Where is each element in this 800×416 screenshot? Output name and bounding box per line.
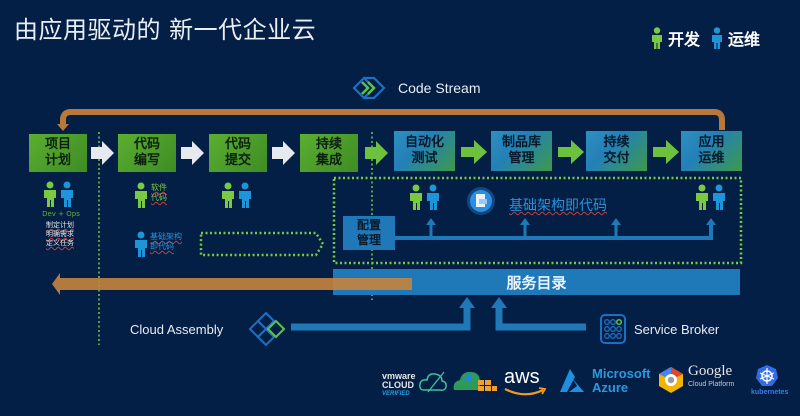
cloud-assembly-label: Cloud Assembly — [130, 322, 224, 337]
google-cloud-platform-logo: Google Cloud Platform — [688, 363, 735, 391]
ops-person-icon — [135, 231, 147, 257]
feedback-loop-line — [60, 109, 725, 130]
aws-logo: aws — [504, 366, 540, 388]
infra-code-small-label: 基础架构 即代码 — [150, 232, 182, 251]
dev-ops-label: Dev + Ops — [36, 210, 86, 219]
stage-code-writing[interactable]: 代码 编写 — [118, 134, 176, 172]
up-arrow-4 — [706, 218, 716, 225]
stage-continuous-integration[interactable]: 持续 集成 — [300, 134, 358, 172]
infra-as-code-label: 基础架构即代码 — [509, 198, 607, 214]
ops-region-dotted-frame — [332, 176, 743, 265]
yaml-file-icon — [467, 187, 495, 215]
microsoft-text: Microsoft — [592, 366, 651, 381]
vmware-text: vmware — [382, 371, 416, 381]
planning-notes: 制定计划 明确需求 定义任务 — [40, 221, 80, 248]
developer-person-icon — [135, 182, 147, 208]
stage-code-commit[interactable]: 代码 提交 — [209, 134, 267, 172]
software-code-label: 软件 代码 — [151, 183, 167, 202]
ops-person-icon — [712, 27, 723, 49]
vmware-cloud-verified-logo: vmware CLOUD VERIFIED — [382, 372, 416, 399]
dev-ops-people-icon — [44, 181, 73, 207]
stage-app-operations[interactable]: 应用 运维 — [681, 131, 742, 171]
cloud-assembly-icon[interactable] — [246, 312, 288, 346]
dev-ops-people-icon — [222, 182, 251, 208]
connector-arrowhead-2 — [491, 297, 507, 308]
legend-ops-label: 运维 — [728, 30, 761, 49]
aws-smile-icon — [504, 387, 547, 396]
kubernetes-label: kubernetes — [751, 389, 789, 396]
infra-code-dotted-arrow — [199, 231, 325, 257]
config-management-box[interactable]: 配置 管理 — [343, 216, 395, 250]
dev-ops-people-icon — [410, 184, 439, 210]
service-catalog-label: 服务目录 — [506, 273, 567, 292]
stage-project-planning[interactable]: 项目 计划 — [29, 134, 87, 172]
service-broker-connector — [495, 307, 586, 331]
cloud-platform-text: Cloud Platform — [688, 381, 735, 388]
google-text: Google — [688, 363, 733, 379]
planning-note: 明确需求 — [46, 230, 74, 238]
page-title: 由应用驱动的 新一代企业云 — [14, 16, 317, 44]
dev-ops-text: Dev + Ops — [42, 210, 80, 218]
azure-icon — [560, 369, 584, 392]
cloud-text: CLOUD — [382, 380, 414, 390]
google-cloud-icon — [659, 367, 683, 393]
microsoft-azure-logo: Microsoft Azure — [592, 367, 651, 395]
developer-person-icon — [652, 27, 662, 49]
service-broker-icon[interactable] — [600, 314, 626, 344]
connector-arrowhead-1 — [459, 297, 475, 308]
up-arrow-2 — [520, 218, 530, 225]
azure-text: Azure — [592, 380, 629, 395]
service-broker-label: Service Broker — [634, 322, 720, 337]
service-catalog-bar[interactable]: 服务目录 — [333, 269, 740, 295]
config-distribution-line — [395, 224, 713, 240]
cloud-assembly-connector — [291, 307, 471, 331]
code-stream-label: Code Stream — [398, 80, 481, 96]
code-stream-icon — [352, 76, 386, 100]
verified-text: VERIFIED — [382, 391, 410, 397]
planning-note: 定义任务 — [46, 239, 74, 247]
planning-note: 制定计划 — [46, 221, 74, 229]
stage-artifact-repository[interactable]: 制品库 管理 — [491, 131, 552, 171]
feedback-arrowhead — [57, 124, 69, 131]
up-arrow-3 — [611, 218, 621, 225]
stage-automated-testing[interactable]: 自动化 测试 — [394, 131, 455, 171]
up-arrow-1 — [426, 218, 436, 225]
legend-dev-label: 开发 — [668, 30, 701, 49]
stage-continuous-delivery[interactable]: 持续 交付 — [586, 131, 647, 171]
vmware-cloud-icon — [419, 371, 447, 393]
legend: 开发 运维 — [650, 26, 760, 50]
kubernetes-icon — [756, 365, 778, 386]
cloud-blocks-logo — [453, 371, 497, 391]
dev-ops-people-icon — [696, 184, 725, 210]
